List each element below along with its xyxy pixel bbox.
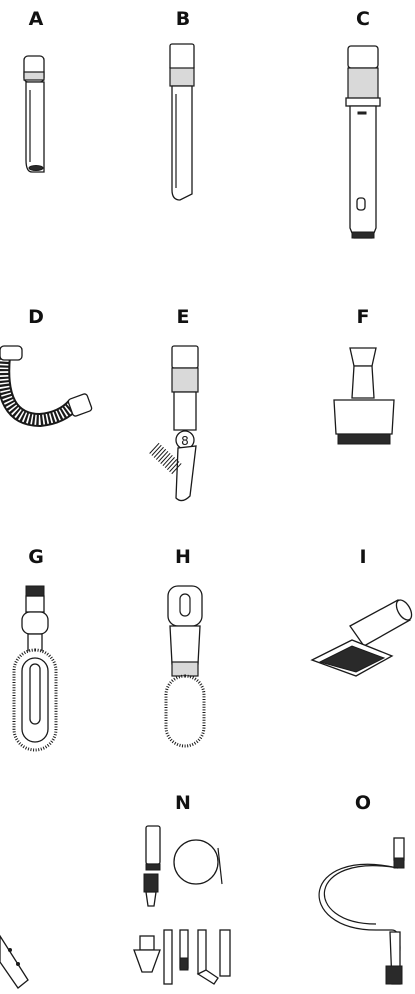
extension-hose-icon <box>0 0 415 994</box>
